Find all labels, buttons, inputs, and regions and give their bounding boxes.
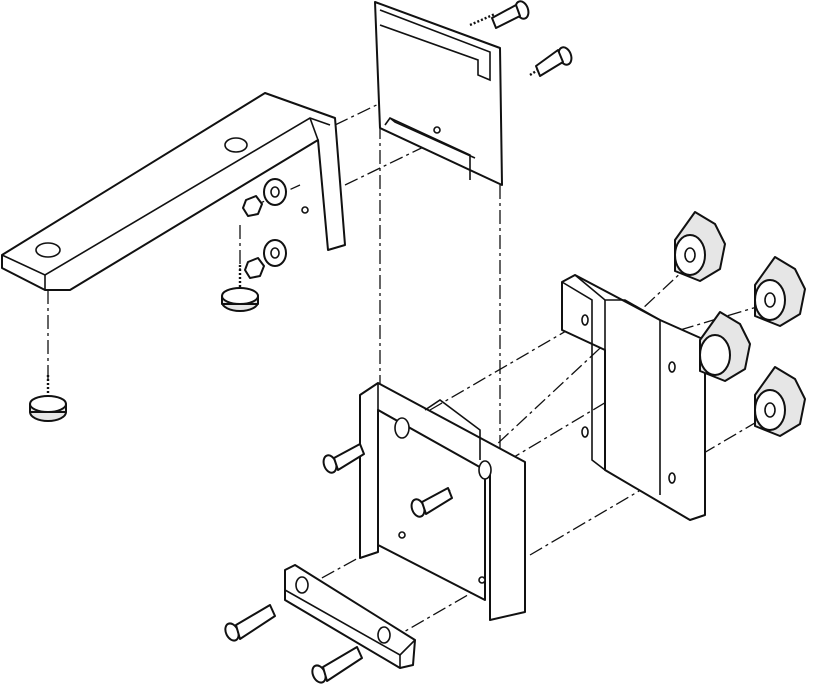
l-bracket bbox=[1, 92, 346, 291]
star-knob bbox=[754, 256, 806, 327]
clamp-bar bbox=[284, 564, 416, 669]
flat-head-screw bbox=[529, 46, 573, 77]
flat-head-screw bbox=[410, 487, 453, 518]
flat-head-screw bbox=[224, 604, 276, 642]
star-knob bbox=[754, 366, 806, 437]
slide-plate bbox=[374, 1, 503, 186]
star-knob bbox=[699, 311, 751, 382]
flat-head-screw bbox=[322, 443, 365, 474]
flat-head-screw bbox=[469, 0, 530, 29]
star-knob bbox=[674, 211, 726, 282]
thumb-screw bbox=[221, 265, 259, 312]
flat-head-screw bbox=[311, 646, 363, 684]
thumb-screw bbox=[29, 375, 67, 422]
bracket-hole-icon bbox=[35, 242, 61, 258]
clamp-bracket bbox=[561, 274, 706, 521]
washer-nut-set bbox=[242, 178, 287, 279]
bracket-hole-icon bbox=[224, 137, 248, 153]
channel-bracket bbox=[359, 382, 526, 621]
